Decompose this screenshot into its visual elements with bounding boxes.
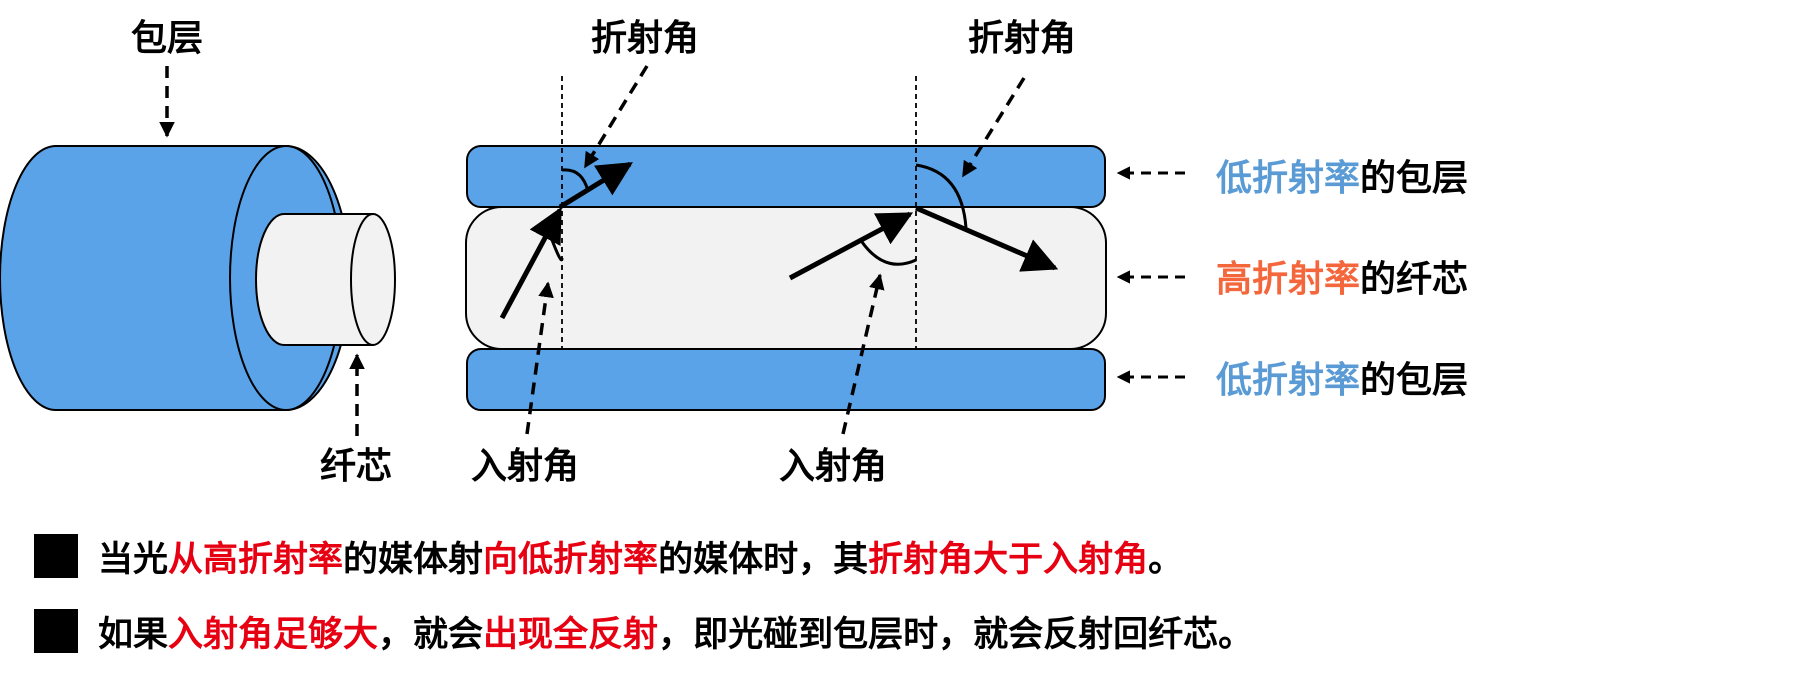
explanation-list: 当光从高折射率的媒体射向低折射率的媒体时，其折射角大于入射角。 如果入射角足够大…	[34, 534, 1253, 684]
bullet-segment: 当光	[98, 539, 169, 580]
bullet-segment: 的媒体射	[343, 539, 484, 580]
incidence-angle-pointer-2	[841, 273, 885, 435]
legend-highlight: 低折射率	[1216, 158, 1360, 199]
legend-item-bottom-cladding: 低折射率的包层	[1216, 360, 1468, 401]
bullet-segment: ，就会	[378, 614, 484, 655]
core-end-face	[350, 213, 396, 346]
refraction-angle-label-2: 折射角	[968, 18, 1076, 59]
fiber-cross-section	[465, 76, 1107, 411]
legend-highlight: 高折射率	[1216, 259, 1360, 300]
legend-highlight: 低折射率	[1216, 360, 1360, 401]
incidence-angle-pointer-1	[525, 281, 554, 435]
incident-ray-1	[499, 206, 563, 320]
incident-ray-2	[788, 211, 914, 281]
bullet-square	[34, 534, 78, 578]
bullet-item-2: 如果入射角足够大，就会出现全反射，即光碰到包层时，就会反射回纤芯。	[34, 609, 1253, 655]
bottom-cladding-layer	[466, 348, 1106, 411]
legend-item-top-cladding: 低折射率的包层	[1216, 158, 1468, 199]
incidence-angle-label-2: 入射角	[779, 446, 887, 487]
bullet-segment-emphasis: 向低折射率	[483, 539, 659, 580]
bullet-text-1: 当光从高折射率的媒体射向低折射率的媒体时，其折射角大于入射角。	[98, 531, 1183, 582]
bullet-item-1: 当光从高折射率的媒体射向低折射率的媒体时，其折射角大于入射角。	[34, 534, 1253, 580]
bullet-text-2: 如果入射角足够大，就会出现全反射，即光碰到包层时，就会反射回纤芯。	[98, 606, 1253, 657]
refraction-angle-label-1: 折射角	[591, 18, 699, 59]
refracted-ray	[558, 161, 633, 210]
cladding-label: 包层	[131, 18, 203, 59]
bullet-segment-emphasis: 从高折射率	[168, 539, 344, 580]
core-label: 纤芯	[320, 446, 392, 487]
bullet-segment-emphasis: 折射角大于入射角	[868, 539, 1149, 580]
bullet-segment: ，即光碰到包层时，就会反射回纤芯。	[658, 614, 1254, 655]
legend-rest: 的包层	[1360, 360, 1468, 401]
incidence-angle-arc-1	[547, 231, 564, 262]
legend-item-core: 高折射率的纤芯	[1216, 259, 1468, 300]
bullet-square	[34, 609, 78, 653]
bullet-segment: 的媒体时，其	[658, 539, 869, 580]
incidence-angle-label-1: 入射角	[471, 446, 579, 487]
reflected-ray	[915, 205, 1059, 272]
legend-rest: 的包层	[1360, 158, 1468, 199]
bullet-segment: 。	[1148, 539, 1184, 580]
fiber-cylinder	[0, 145, 396, 411]
bullet-segment-emphasis: 入射角足够大	[168, 614, 379, 655]
refraction-angle-arc-2	[915, 163, 968, 229]
core-cylinder-body	[255, 213, 374, 346]
bullet-segment-emphasis: 出现全反射	[483, 614, 659, 655]
refraction-angle-arc-1	[561, 168, 590, 192]
incidence-angle-arc-2	[860, 241, 917, 266]
legend-rest: 的纤芯	[1360, 259, 1468, 300]
bullet-segment: 如果	[98, 614, 169, 655]
